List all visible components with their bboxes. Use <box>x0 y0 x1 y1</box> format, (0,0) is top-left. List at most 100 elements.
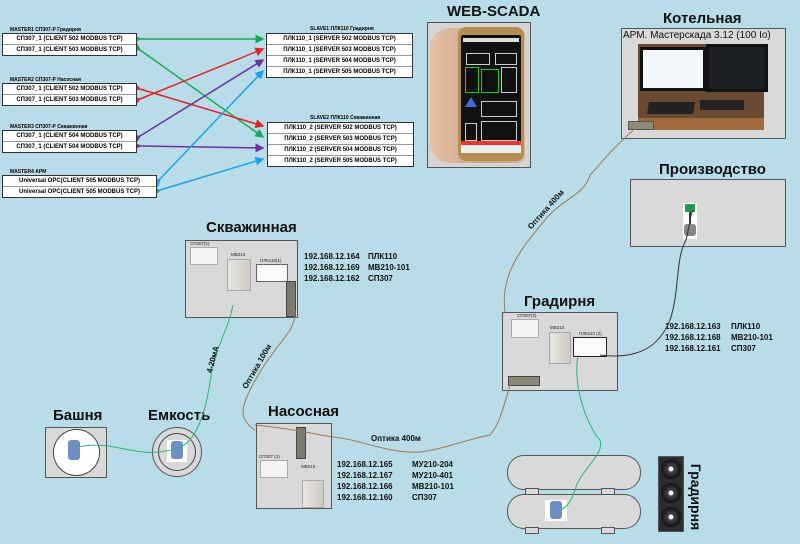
cooling-tower-fans <box>658 456 684 532</box>
master2-row-2: СП307_1 (CLIENT 503 MODBUS TCP) <box>16 97 123 103</box>
slave2-table: ПЛК110_2 (SERVER 502 MODBUS TCP) ПЛК110_… <box>267 122 414 167</box>
well-panel: СП307(1) МВ210 ПЛК110(1) <box>185 240 298 318</box>
slave1-row-1: ПЛК110_1 (SERVER 502 MODBUS TCP) <box>267 34 412 45</box>
well-mv210-module <box>227 259 251 291</box>
pump-sp307-panel <box>260 460 288 478</box>
production-title: Производство <box>659 161 766 178</box>
scada-block <box>495 53 517 65</box>
tower-level-transmitter-icon <box>68 440 80 460</box>
master4-row-2: Universal OPC(CLIENT 505 MODBUS TCP) <box>18 189 141 195</box>
pump-switch <box>296 427 306 459</box>
scada-block <box>481 69 499 93</box>
browser-address-bar <box>463 38 519 42</box>
tank-level-transmitter-icon <box>171 441 183 459</box>
master3-row-2: СП307_1 (CLIENT 504 MODBUS TCP) <box>16 144 123 150</box>
master1-row-1: СП307_1 (CLIENT 502 MODBUS TCP) <box>3 34 136 45</box>
master2-row-1: СП307_1 (CLIENT 502 MODBUS TCP) <box>3 84 136 95</box>
fan-icon <box>661 483 681 503</box>
master2-table: СП307_1 (CLIENT 502 MODBUS TCP) СП307_1 … <box>2 83 137 106</box>
slave1-label: SLAVE1 ПЛК110 Градирня <box>310 26 374 32</box>
scada-block <box>481 121 517 141</box>
cooling-tower-vertical-label: Градирня <box>688 452 704 542</box>
well-switch <box>286 281 296 317</box>
boiler-switch <box>628 121 654 130</box>
tower-tank <box>45 427 107 478</box>
slave2-row-1: ПЛК110_2 (SERVER 502 MODBUS TCP) <box>268 123 413 134</box>
cooling-plc110 <box>573 337 607 357</box>
master4-table: Universal OPC(CLIENT 505 MODBUS TCP) Uni… <box>2 175 157 198</box>
slave1-row-2: ПЛК110_1 (SERVER 503 MODBUS TCP) <box>267 45 412 56</box>
master2-label: MASTER2 СП307-Р Насосная <box>10 77 81 83</box>
cooling-switch <box>508 376 540 386</box>
fan-icon <box>661 507 681 527</box>
boiler-panel: АРМ. Мастерскада 3.12 (100 Io) <box>621 28 786 139</box>
slave1-row-3: ПЛК110_1 (SERVER 504 MODBUS TCP) <box>267 56 412 67</box>
tank-level-transmitter-icon <box>550 501 562 519</box>
control-valve-icon <box>683 203 697 239</box>
well-plc-label: ПЛК110(1) <box>260 258 282 263</box>
pump-mv210-module <box>302 480 324 508</box>
well-sp307-label: СП307(1) <box>190 241 210 246</box>
slave1-table: ПЛК110_1 (SERVER 502 MODBUS TCP) ПЛК110_… <box>266 33 413 78</box>
link-blue-1 <box>151 69 265 188</box>
boiler-title: Котельная <box>663 10 742 27</box>
link-red-2 <box>131 47 265 106</box>
well-sp307-panel <box>190 247 218 265</box>
cooling-mv210-module <box>549 332 571 364</box>
well-plc110 <box>256 264 288 282</box>
master3-label: MASTER3 СП307-Р Скважинная <box>10 124 88 130</box>
cooling-plc-label: ПЛК110 (2) <box>579 331 602 336</box>
web-scada-title: WEB-SCADA <box>447 3 541 20</box>
smartphone <box>458 27 524 161</box>
slave2-row-2: ПЛК110_2 (SERVER 503 MODBUS TCP) <box>268 134 413 145</box>
keyboard <box>700 100 744 110</box>
link-purple-2 <box>132 141 265 153</box>
browser-nav-bar <box>461 145 521 153</box>
well-title: Скважинная <box>206 219 297 236</box>
master3-row-1: СП307_1 (CLIENT 504 MODBUS TCP) <box>3 131 136 142</box>
cooling-title: Градирня <box>524 293 596 310</box>
scada-tank <box>465 97 477 107</box>
link-red-1 <box>131 82 265 129</box>
fan-icon <box>661 459 681 479</box>
scada-block <box>465 123 477 141</box>
scada-block <box>501 67 517 93</box>
slave1-row-4: ПЛК110_1 (SERVER 505 MODBUS TCP) <box>283 69 396 75</box>
scada-block <box>465 67 479 93</box>
fiber-400-bottom-label: Оптика 400м <box>371 434 421 443</box>
pump-title: Насосная <box>268 403 339 420</box>
workstation-photo <box>638 44 768 130</box>
cooling-panel: СП307(3) МВ210 ПЛК110 (2) <box>502 312 618 391</box>
slave2-row-3: ПЛК110_2 (SERVER 504 MODBUS TCP) <box>268 145 413 156</box>
link-blue-2 <box>151 156 265 197</box>
master1-row-2: СП307_1 (CLIENT 503 MODBUS TCP) <box>16 47 123 53</box>
slave2-row-4: ПЛК110_2 (SERVER 505 MODBUS TCP) <box>284 158 397 164</box>
scada-block <box>481 101 517 117</box>
master4-row-1: Universal OPC(CLIENT 505 MODBUS TCP) <box>3 176 156 187</box>
master1-label: MASTER1 СП307-Р Градирня <box>10 27 81 33</box>
tank-title: Емкость <box>148 407 211 424</box>
slave2-label: SLAVE2 ПЛК110 Скважинная <box>310 115 381 121</box>
well-mv210-label: МВ210 <box>231 252 246 257</box>
phone-screen <box>461 35 521 153</box>
master3-table: СП307_1 (CLIENT 504 MODBUS TCP) СП307_1 … <box>2 130 137 153</box>
web-scada-panel <box>427 22 531 168</box>
monitor-left <box>640 47 706 91</box>
cooling-mv210-label: МВ210 <box>550 325 565 330</box>
tank-support <box>525 527 539 534</box>
master1-table: СП307_1 (CLIENT 502 MODBUS TCP) СП307_1 … <box>2 33 137 56</box>
keyboard <box>647 102 695 114</box>
storage-tank-lower <box>507 494 641 529</box>
pump-sp307-label: СП307 (2) <box>259 454 280 459</box>
